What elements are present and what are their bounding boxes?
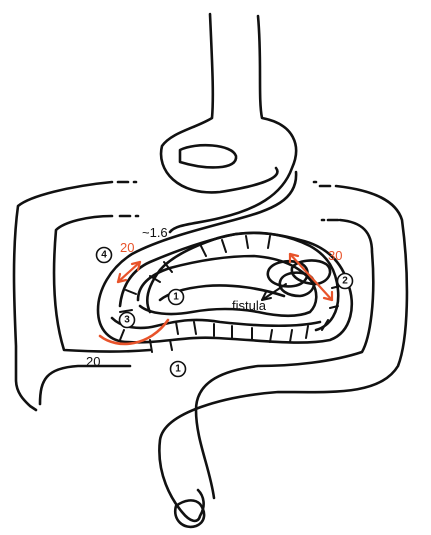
svg-text:4: 4: [101, 250, 107, 261]
svg-text:3: 3: [124, 315, 130, 326]
esophagus-stomach-outline: [161, 14, 296, 232]
length-label-proximal: ~1.6: [142, 225, 168, 240]
stomach-inner-fold: [180, 145, 236, 167]
marker-1-upper: 1: [169, 290, 184, 305]
marker-1-lower: 1: [171, 362, 186, 377]
length-label-left: 20: [86, 354, 100, 369]
length-label-red-left: 20: [120, 240, 134, 255]
marker-2: 2: [338, 274, 353, 289]
length-label-red-right: 30: [328, 248, 342, 263]
rectal-stump: [175, 500, 204, 527]
svg-text:1: 1: [175, 364, 181, 375]
fistula-label: fistula: [232, 298, 267, 313]
marker-4: 4: [97, 248, 112, 263]
marker-3: 3: [120, 313, 135, 328]
colon-dash-marks: [118, 182, 338, 220]
svg-text:2: 2: [342, 276, 348, 287]
svg-text:1: 1: [173, 292, 179, 303]
